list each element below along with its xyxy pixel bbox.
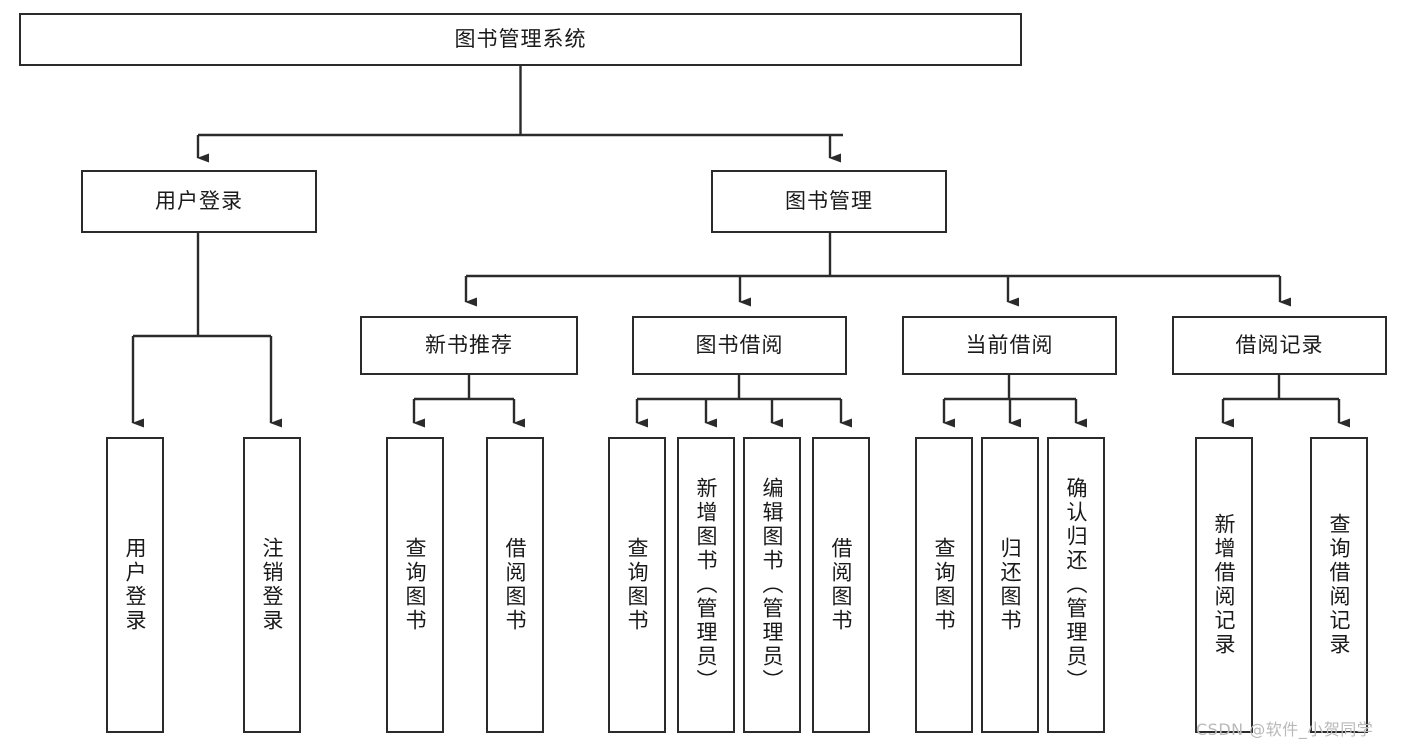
node-user-login[interactable]: 用户登录	[81, 170, 317, 233]
leaf-label: 编辑图书（管理员）	[760, 477, 785, 693]
node-book-management[interactable]: 图书管理	[711, 170, 947, 233]
leaf-label: 注销登录	[260, 537, 285, 633]
leaf-label: 用户登录	[123, 537, 148, 633]
leaf-borrow-book[interactable]: 借阅图书	[812, 437, 870, 733]
node-borrow-record[interactable]: 借阅记录	[1172, 316, 1387, 375]
leaf-query-book-recommend[interactable]: 查询图书	[386, 437, 444, 733]
leaf-label: 查询借阅记录	[1327, 513, 1352, 657]
leaf-query-book-current[interactable]: 查询图书	[915, 437, 973, 733]
leaf-label: 新增借阅记录	[1212, 513, 1237, 657]
leaf-borrow-book-recommend[interactable]: 借阅图书	[486, 437, 544, 733]
leaf-label: 查询图书	[403, 537, 428, 633]
leaf-query-borrow-record[interactable]: 查询借阅记录	[1310, 437, 1368, 733]
leaf-add-book[interactable]: 新增图书（管理员）	[677, 437, 735, 733]
leaf-label: 借阅图书	[829, 537, 854, 633]
leaf-user-login[interactable]: 用户登录	[106, 437, 164, 733]
leaf-label: 归还图书	[998, 537, 1023, 633]
leaf-label: 确认归还（管理员）	[1064, 477, 1089, 693]
leaf-user-logout[interactable]: 注销登录	[243, 437, 301, 733]
leaf-query-book-borrow[interactable]: 查询图书	[608, 437, 666, 733]
leaf-label: 新增图书（管理员）	[694, 477, 719, 693]
leaf-return-book[interactable]: 归还图书	[981, 437, 1039, 733]
node-current-borrow[interactable]: 当前借阅	[902, 316, 1117, 375]
leaf-add-borrow-record[interactable]: 新增借阅记录	[1195, 437, 1253, 733]
leaf-label: 借阅图书	[503, 537, 528, 633]
leaf-label: 查询图书	[625, 537, 650, 633]
node-book-borrow[interactable]: 图书借阅	[632, 316, 847, 375]
csdn-watermark: CSDN @软件_小贺同学	[1196, 720, 1374, 739]
leaf-edit-book[interactable]: 编辑图书（管理员）	[743, 437, 801, 733]
leaf-confirm-return[interactable]: 确认归还（管理员）	[1047, 437, 1105, 733]
node-root-system[interactable]: 图书管理系统	[19, 13, 1022, 66]
leaf-label: 查询图书	[932, 537, 957, 633]
node-new-book-recommend[interactable]: 新书推荐	[360, 316, 578, 375]
